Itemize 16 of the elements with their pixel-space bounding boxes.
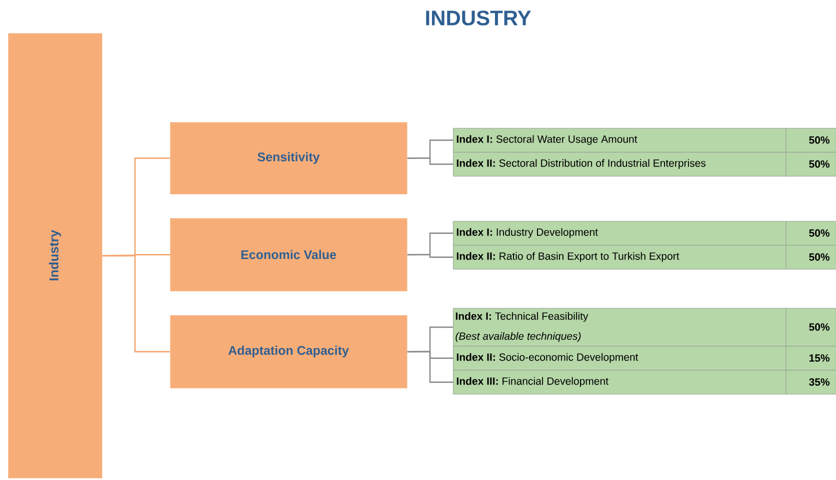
category-bar: Industry (8, 33, 102, 478)
index-row: Index I: Industry Development 50% (453, 220, 836, 246)
index-row: Index III: Financial Development 35% (453, 370, 836, 394)
criterion-box: Adaptation Capacity (170, 315, 408, 388)
connector-line (102, 254, 170, 352)
index-row: Index II: Ratio of Basin Export to Turkish Export 50% (453, 244, 836, 270)
connector-line (407, 157, 453, 165)
index-row: Index I: Technical Feasibility (Best available techniques) 50% (453, 308, 836, 346)
title: INDUSTRY (426, 10, 531, 26)
criterion-box: Economic Value (170, 218, 408, 292)
criterion-box: Sensitivity (170, 122, 408, 194)
connector-line (407, 254, 453, 258)
index-row: Index II: Sectoral Distribution of Industrial Enterprises 50% (453, 152, 836, 176)
connector-line (407, 350, 453, 383)
index-row: Index I: Sectoral Water Usage Amount 50% (453, 128, 836, 152)
index-row: Index II: Socio-economic Development 15% (453, 346, 836, 370)
